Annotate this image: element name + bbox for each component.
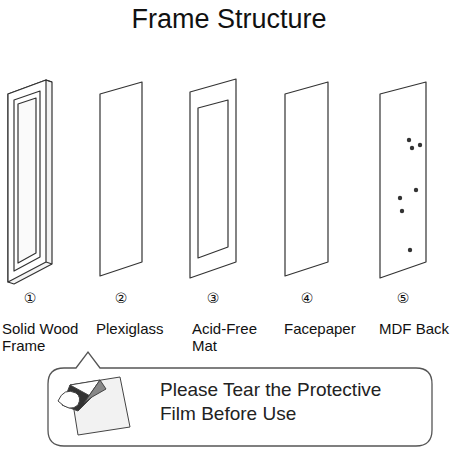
callout-number: ②: [109, 290, 133, 306]
part-name: Plexiglass: [96, 320, 186, 337]
callout-number: ⑤: [391, 290, 415, 306]
part-name: Facepaper: [284, 320, 374, 337]
callout-number: ④: [295, 290, 319, 306]
part-name: Acid-Free Mat: [192, 320, 268, 355]
callout-number: ③: [201, 290, 225, 306]
part-name: MDF Back: [379, 320, 455, 337]
callout-number: ①: [18, 290, 42, 306]
diagram-title: Frame Structure: [0, 4, 458, 35]
speech-bubble: Please Tear the Protective Film Before U…: [48, 368, 432, 446]
part-name: Solid Wood Frame: [2, 320, 94, 355]
bubble-note: Please Tear the Protective Film Before U…: [160, 378, 422, 426]
